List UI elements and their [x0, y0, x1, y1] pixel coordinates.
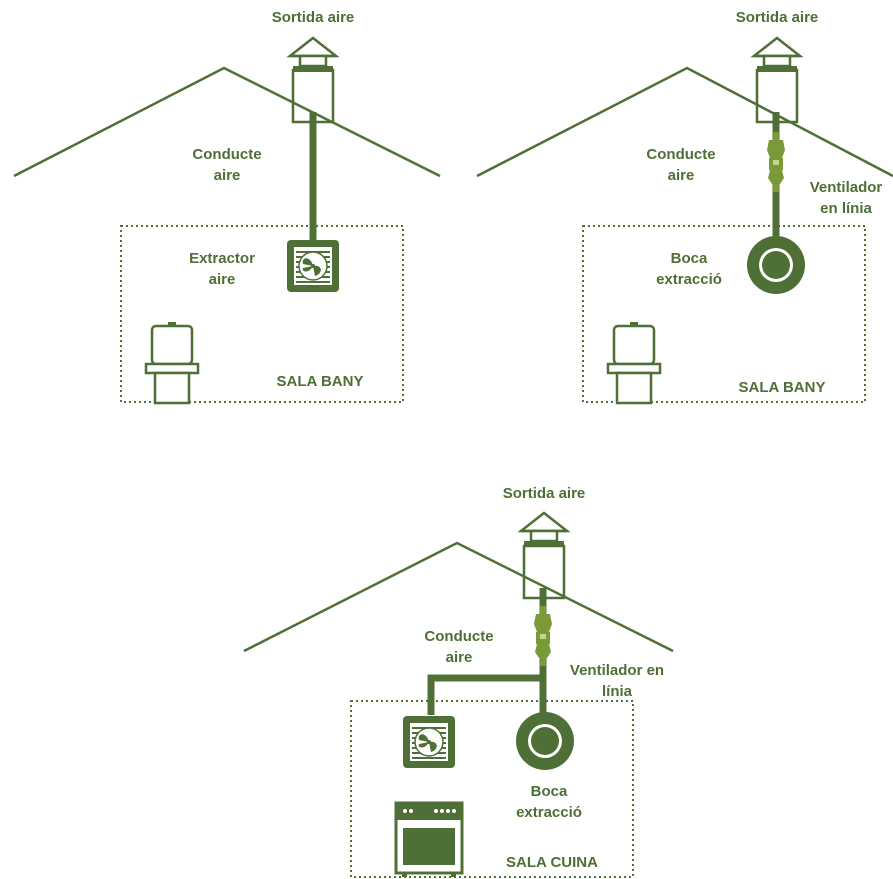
fan-label-2: línia	[602, 683, 633, 700]
exit-label: Sortida aire	[272, 9, 355, 26]
room-boundary	[120, 225, 404, 403]
room-label: SALA BANY	[739, 379, 826, 396]
extractor-label-2: aire	[209, 271, 236, 288]
room-boundary	[350, 700, 634, 878]
diagram-bathroom-inline-fan: Sortida aire Conducte aire Ventilador en…	[476, 9, 893, 405]
fan-label-1: Ventilador	[810, 179, 883, 196]
extractor-fan-icon	[402, 715, 456, 769]
fan-label-1: Ventilador en	[570, 662, 664, 679]
room-label: SALA BANY	[277, 373, 364, 390]
room-boundary	[582, 225, 866, 403]
extraction-outlet-icon	[516, 712, 574, 770]
outlet-label-2: extracció	[516, 804, 582, 821]
duct-label-1: Conducte	[646, 146, 715, 163]
diagram-kitchen: Sortida aire Conducte aire Ventilador en…	[243, 485, 674, 878]
duct-label-1: Conducte	[192, 146, 261, 163]
toilet-icon	[144, 320, 200, 405]
extractor-fan-icon	[286, 239, 340, 293]
inline-fan-icon	[534, 606, 552, 666]
roof	[476, 66, 893, 178]
stove-icon	[394, 801, 464, 877]
outlet-label-1: Boca	[671, 250, 708, 267]
fan-label-2: en línia	[820, 200, 872, 217]
extraction-outlet-icon	[747, 236, 805, 294]
outlet-label-1: Boca	[531, 783, 568, 800]
duct-label-1: Conducte	[424, 628, 493, 645]
duct-label-2: aire	[668, 167, 695, 184]
duct-label-2: aire	[446, 649, 473, 666]
chimney-cap-icon	[519, 511, 569, 549]
room-label: SALA CUINA	[506, 854, 598, 871]
chimney-cap-icon	[288, 36, 338, 74]
roof	[243, 541, 674, 653]
diagram-bathroom-extractor: Sortida aire Conducte aire Extractor air…	[13, 9, 441, 405]
duct-label-2: aire	[214, 167, 241, 184]
exit-label: Sortida aire	[736, 9, 819, 26]
extractor-label-1: Extractor	[189, 250, 255, 267]
roof	[13, 66, 441, 178]
chimney-cap-icon	[752, 36, 802, 74]
outlet-label-2: extracció	[656, 271, 722, 288]
inline-fan-icon	[767, 132, 785, 192]
exit-label: Sortida aire	[503, 485, 586, 502]
toilet-icon	[606, 320, 662, 405]
air-duct-branch	[427, 674, 543, 715]
